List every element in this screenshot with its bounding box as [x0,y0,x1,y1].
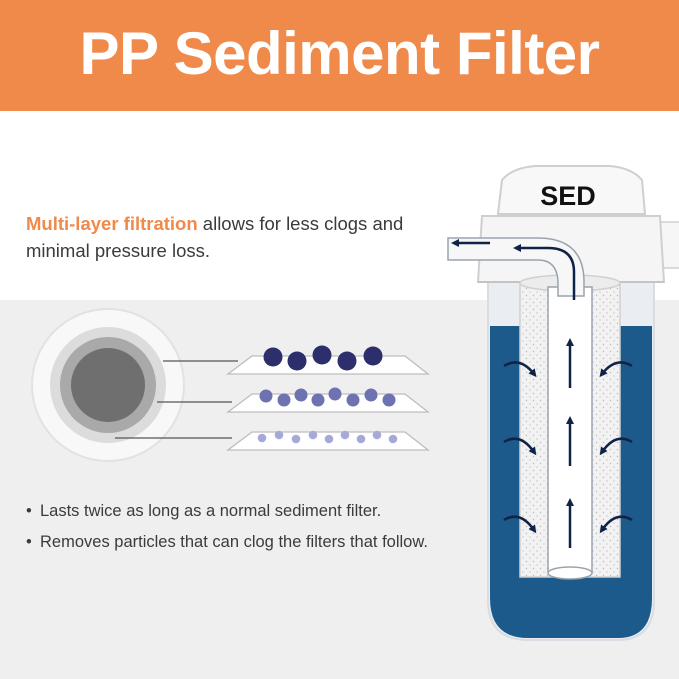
particle [328,387,342,401]
intro-text: Multi-layer filtration allows for less c… [26,210,446,264]
particle [346,393,360,407]
particle [294,388,308,402]
intro-body: allows for less clogs and minimal pressu… [26,213,404,261]
bullet-text: Lasts twice as long as a normal sediment… [40,502,382,520]
particle [372,430,382,440]
bullet-marker: • [26,502,32,520]
small-particles [257,430,398,444]
particle [259,389,273,403]
medium-particles [259,387,396,407]
particle [277,393,291,407]
particle [340,430,350,440]
large-particles [263,345,383,371]
filter-label: SED [540,181,596,211]
flow-arrows [451,239,633,548]
header-banner: PP Sediment Filter [0,0,679,111]
particle [337,351,357,371]
particle [263,347,283,367]
particle [308,430,318,440]
particle [312,345,332,365]
particle [257,433,267,443]
leader-lines [115,360,238,439]
particle [364,388,378,402]
particle [388,434,398,444]
particle [356,434,366,444]
bullet-marker: • [26,533,32,551]
particle [324,434,334,444]
filter-cross-section-icon [31,308,185,462]
particle [287,351,307,371]
bullet-item: • Lasts twice as long as a normal sedimen… [26,500,466,522]
particle [363,346,383,366]
bullet-text: Removes particles that can clog the filt… [40,533,428,551]
page-title: PP Sediment Filter [79,19,600,87]
particle [291,434,301,444]
particle [311,393,325,407]
particle [382,393,396,407]
filter-housing-icon [447,165,679,641]
particle [274,430,284,440]
bullet-item: • Removes particles that can clog the fil… [26,531,466,553]
bullet-list: • Lasts twice as long as a normal sedimen… [26,500,466,562]
intro-highlight: Multi-layer filtration [26,213,198,234]
